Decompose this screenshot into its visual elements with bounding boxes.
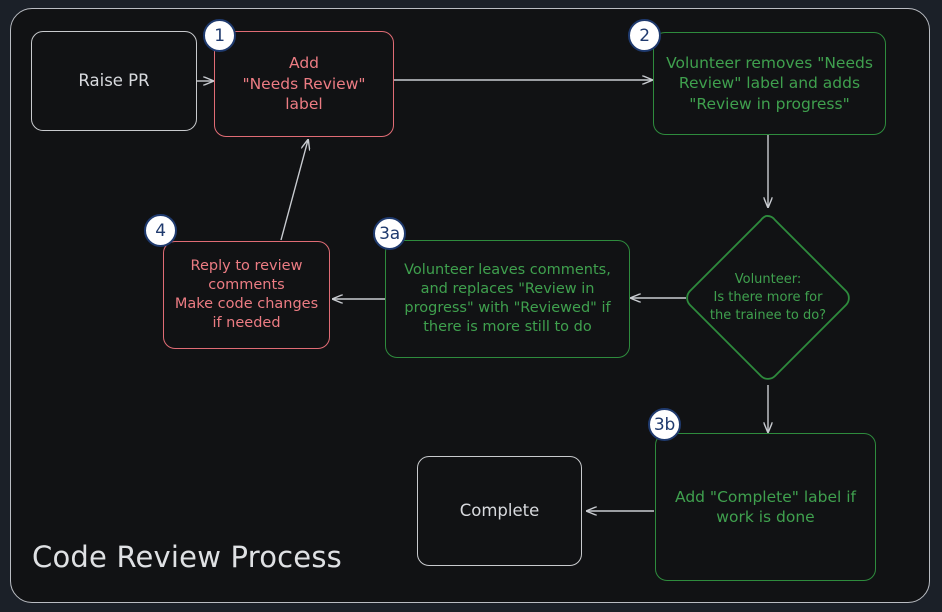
line: Is there more for — [713, 290, 823, 306]
node-volunteer-leaves-comments-text: Volunteer leaves comments, and replaces … — [396, 261, 619, 338]
node-volunteer-swaps-label[interactable]: Volunteer removes "Needs Review" label a… — [653, 32, 886, 135]
line: there is more still to do — [423, 319, 592, 336]
node-raise-pr[interactable]: Raise PR — [31, 31, 197, 131]
node-raise-pr-label: Raise PR — [78, 71, 150, 91]
node-volunteer-swaps-label-text: Volunteer removes "Needs Review" label a… — [658, 53, 881, 114]
line: "Review in progress" — [689, 94, 850, 113]
node-add-needs-review-label-text: Add "Needs Review" label — [234, 53, 373, 114]
line: comments — [208, 276, 285, 293]
node-reply-to-review-comments[interactable]: Reply to review comments Make code chang… — [163, 241, 330, 349]
node-decision-more-for-trainee[interactable]: Volunteer: Is there more for the trainee… — [688, 262, 848, 334]
node-add-complete-label-text: Add "Complete" label if work is done — [667, 487, 864, 528]
node-complete[interactable]: Complete — [417, 456, 582, 566]
node-reply-to-review-comments-text: Reply to review comments Make code chang… — [167, 257, 326, 334]
line: Add — [288, 54, 319, 73]
line: Volunteer leaves comments, — [404, 261, 611, 278]
step-badge-2[interactable]: 2 — [628, 19, 661, 52]
line: progress" with "Reviewed" if — [404, 300, 611, 316]
node-add-complete-label[interactable]: Add "Complete" label if work is done — [655, 433, 876, 581]
line: Volunteer removes "Needs — [666, 53, 873, 72]
line: the trainee to do? — [709, 307, 827, 323]
line: work is done — [716, 508, 815, 526]
line: Volunteer: — [734, 272, 802, 288]
edge-reply-to-add-label — [280, 140, 308, 241]
line: Make code changes — [174, 296, 319, 312]
line: label — [285, 95, 323, 114]
step-badge-4[interactable]: 4 — [144, 214, 177, 247]
line: if needed — [212, 315, 281, 332]
step-badge-3b[interactable]: 3b — [648, 408, 681, 441]
decision-diamond-shape — [686, 215, 850, 380]
line: Reply to review — [190, 257, 303, 274]
line: Add "Complete" label if — [675, 487, 856, 506]
line: and replaces "Review in — [420, 280, 595, 297]
node-volunteer-leaves-comments[interactable]: Volunteer leaves comments, and replaces … — [385, 240, 630, 358]
step-badge-3a[interactable]: 3a — [373, 217, 406, 250]
node-decision-label: Volunteer: Is there more for the trainee… — [710, 271, 826, 325]
node-complete-label: Complete — [459, 501, 540, 521]
node-add-needs-review-label[interactable]: Add "Needs Review" label — [214, 31, 394, 137]
line: Review" label and adds — [678, 74, 861, 93]
step-badge-1[interactable]: 1 — [203, 19, 236, 52]
line: "Needs Review" — [242, 74, 366, 93]
diagram-title: Code Review Process — [32, 540, 342, 574]
